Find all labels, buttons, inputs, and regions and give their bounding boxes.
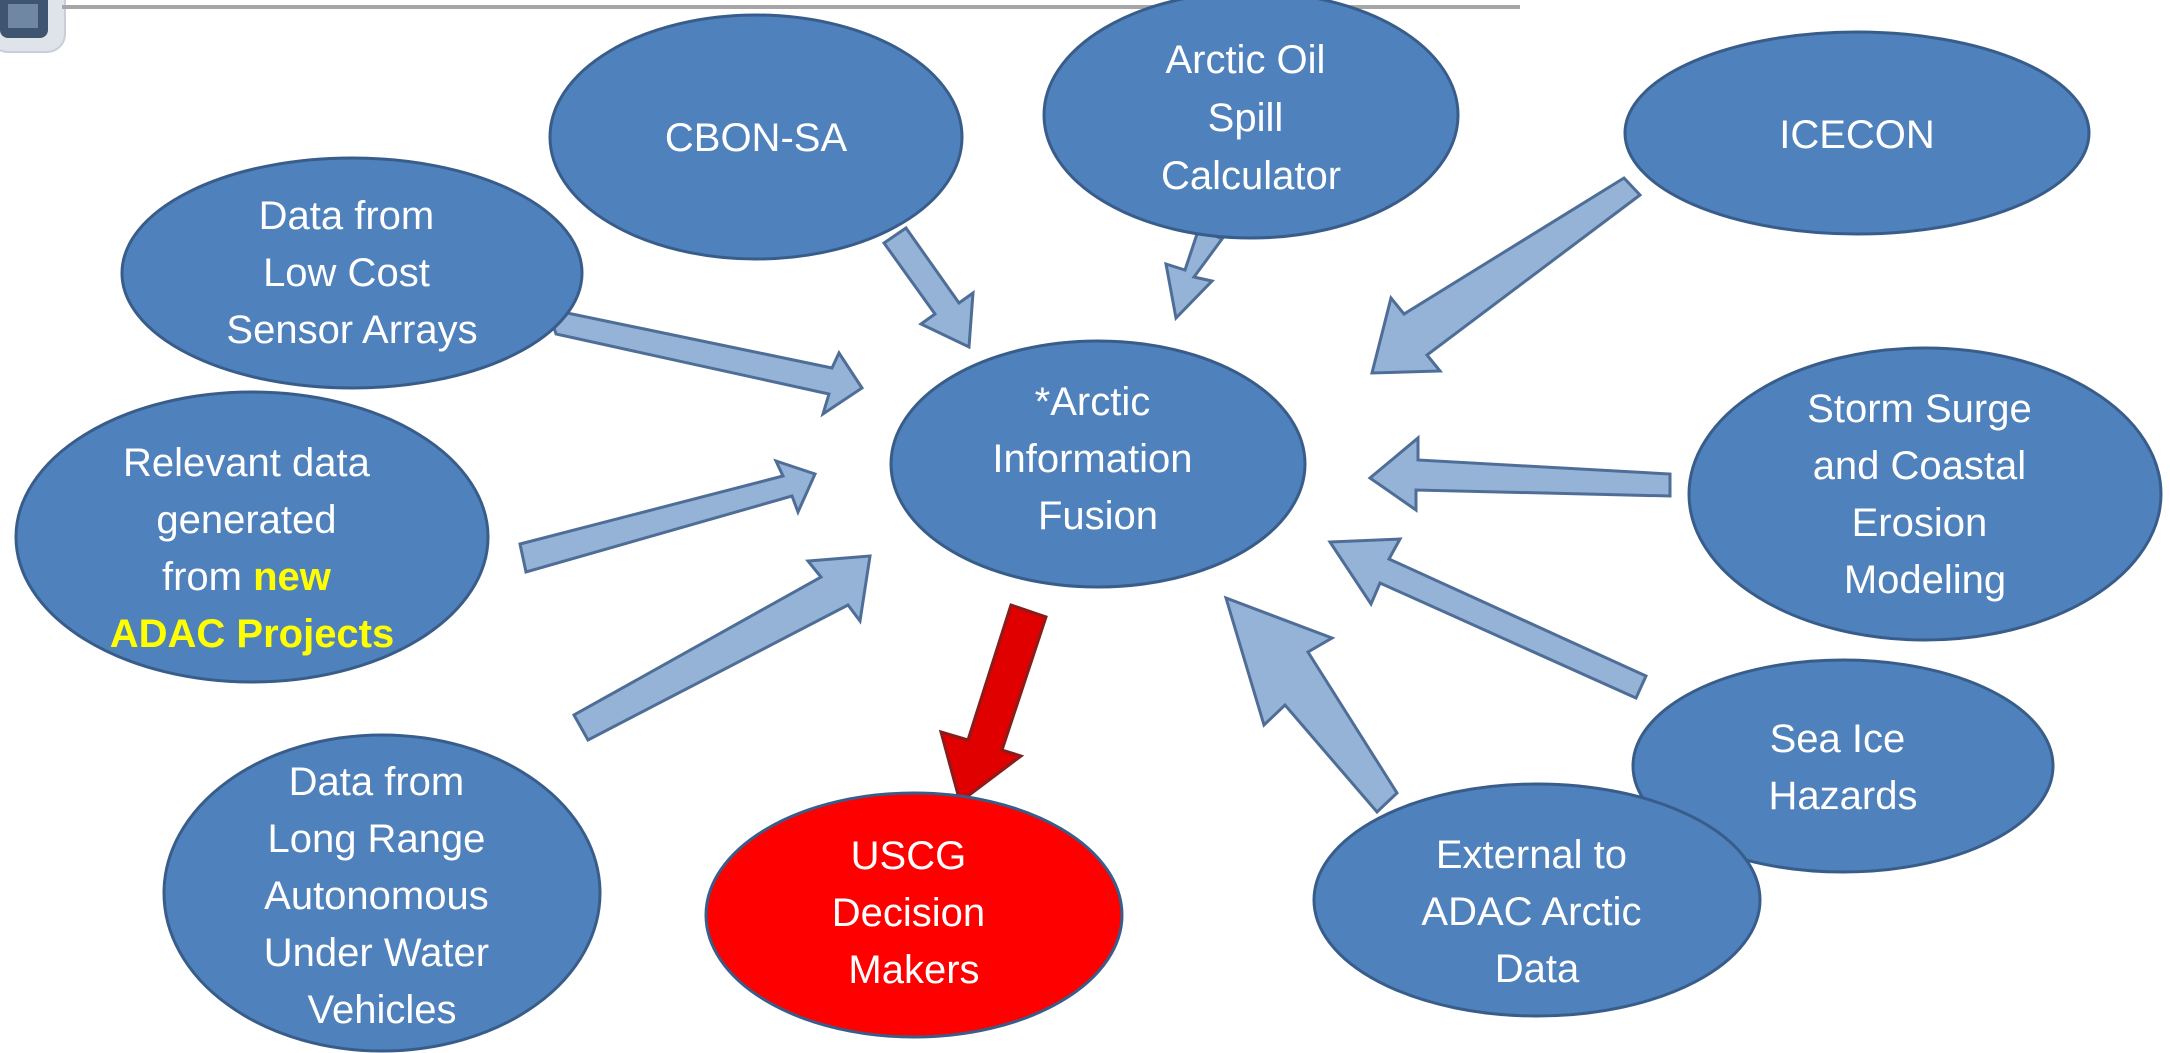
node-uscg-line: Makers — [848, 948, 979, 992]
highlight-adac-projects: ADAC Projects — [110, 612, 395, 656]
node-external-adac-arctic-data: External to ADAC Arctic Data — [1312, 782, 1762, 1018]
node-sea-ice-line: Hazards — [1769, 774, 1918, 818]
node-relevant-data-new-adac-projects: Relevant data generated from new ADAC Pr… — [14, 390, 490, 684]
node-storm-label: Storm Surge and Coastal Erosion Modeling — [1807, 387, 2043, 602]
node-long-range-shape — [162, 733, 602, 1053]
node-storm-line: Modeling — [1844, 558, 2006, 602]
node-external-line: Data — [1495, 947, 1580, 991]
node-long-range-line: Data from — [289, 760, 465, 804]
node-external-shape — [1312, 782, 1762, 1018]
node-uscg-decision-makers: USCG Decision Makers — [704, 791, 1124, 1039]
highlight-new: new — [253, 555, 332, 599]
node-fusion-line: Information — [992, 437, 1192, 481]
node-relevant-line: generated — [156, 498, 336, 542]
node-uscg-line: USCG — [851, 834, 967, 878]
node-arctic-information-fusion: *Arctic Information Fusion — [889, 339, 1307, 589]
node-fusion-shape — [889, 339, 1307, 589]
node-uscg-shape — [704, 791, 1124, 1039]
node-cbon-sa-line: CBON-SA — [665, 116, 848, 160]
node-sea-ice-label: Sea Ice Hazards — [1769, 717, 1918, 818]
node-relevant-shape — [14, 390, 490, 684]
node-external-line: External to — [1436, 833, 1627, 877]
node-icecon-label: ICECON — [1779, 113, 1935, 157]
node-long-range-line: Autonomous — [264, 874, 489, 918]
node-low-cost-label: Data from Low Cost Sensor Arrays — [226, 194, 477, 352]
arrow-external-to-fusion — [1223, 595, 1399, 815]
node-fusion-label: *Arctic Information Fusion — [992, 380, 1203, 538]
node-long-range-line: Under Water — [264, 931, 489, 975]
node-cbon-sa-shape — [548, 13, 964, 261]
node-cbon-sa: CBON-SA — [548, 13, 964, 261]
node-data-low-cost-sensor-arrays: Data from Low Cost Sensor Arrays — [120, 156, 584, 390]
node-uscg-line: Decision — [832, 891, 985, 935]
node-long-range-line: Vehicles — [308, 988, 457, 1032]
node-arctic-oil-line: Arctic Oil — [1165, 38, 1325, 82]
node-cbon-sa-label: CBON-SA — [665, 116, 848, 160]
node-low-cost-line: Data from — [259, 194, 435, 238]
node-low-cost-line: Sensor Arrays — [226, 308, 477, 352]
node-fusion-line: *Arctic — [1035, 380, 1151, 424]
node-arctic-oil-label: Arctic Oil Spill Calculator — [1161, 38, 1341, 198]
corner-image-fragment — [0, 0, 66, 53]
node-icecon: ICECON — [1623, 30, 2091, 236]
arrow-icecon-to-fusion — [1370, 176, 1643, 375]
node-low-cost-shape — [120, 156, 584, 390]
arrow-seaice-to-fusion — [1327, 537, 1648, 700]
node-icecon-shape — [1623, 30, 2091, 236]
arrow-longrange-to-fusion — [571, 554, 872, 743]
node-arctic-oil-shape — [1042, 0, 1460, 240]
node-relevant-line: Relevant data — [123, 441, 371, 485]
node-storm-line: Erosion — [1852, 501, 1988, 545]
node-storm-shape — [1687, 346, 2163, 642]
node-external-label: External to ADAC Arctic Data — [1421, 833, 1652, 991]
node-storm-line: Storm Surge — [1807, 387, 2032, 431]
node-relevant-label: Relevant data generated from new ADAC Pr… — [110, 441, 395, 656]
node-arctic-oil-line: Calculator — [1161, 154, 1341, 198]
arrow-cbon-to-fusion — [881, 225, 975, 350]
arrow-storm-to-fusion — [1367, 434, 1672, 513]
node-storm-surge-coastal-erosion: Storm Surge and Coastal Erosion Modeling — [1687, 346, 2163, 642]
node-long-range-label: Data from Long Range Autonomous Under Wa… — [264, 760, 500, 1032]
node-uscg-label: USCG Decision Makers — [832, 834, 997, 992]
node-relevant-line-3-prefix: from — [162, 555, 253, 599]
node-sea-ice-line: Sea Ice — [1770, 717, 1906, 761]
node-relevant-line-3: from new — [162, 555, 332, 599]
arrow-lowcost-to-fusion — [545, 307, 865, 418]
arrow-relevant-to-fusion — [518, 458, 818, 574]
node-low-cost-line: Low Cost — [263, 251, 430, 295]
node-sea-ice-shape — [1631, 658, 2055, 874]
node-data-long-range-auv: Data from Long Range Autonomous Under Wa… — [162, 733, 602, 1053]
node-sea-ice-hazards: Sea Ice Hazards — [1631, 658, 2055, 874]
connector-arrows — [518, 176, 1672, 815]
node-icecon-line: ICECON — [1779, 113, 1935, 157]
node-arctic-oil-line: Spill — [1208, 96, 1284, 140]
node-storm-line: and Coastal — [1813, 444, 2026, 488]
node-fusion-line: Fusion — [1038, 494, 1158, 538]
arrow-fusion-to-uscg — [938, 603, 1048, 805]
node-arctic-oil-spill-calculator: Arctic Oil Spill Calculator — [1042, 0, 1460, 240]
node-long-range-line: Long Range — [267, 817, 485, 861]
node-external-line: ADAC Arctic — [1421, 890, 1641, 934]
arrow-oil-to-fusion — [1164, 225, 1225, 322]
